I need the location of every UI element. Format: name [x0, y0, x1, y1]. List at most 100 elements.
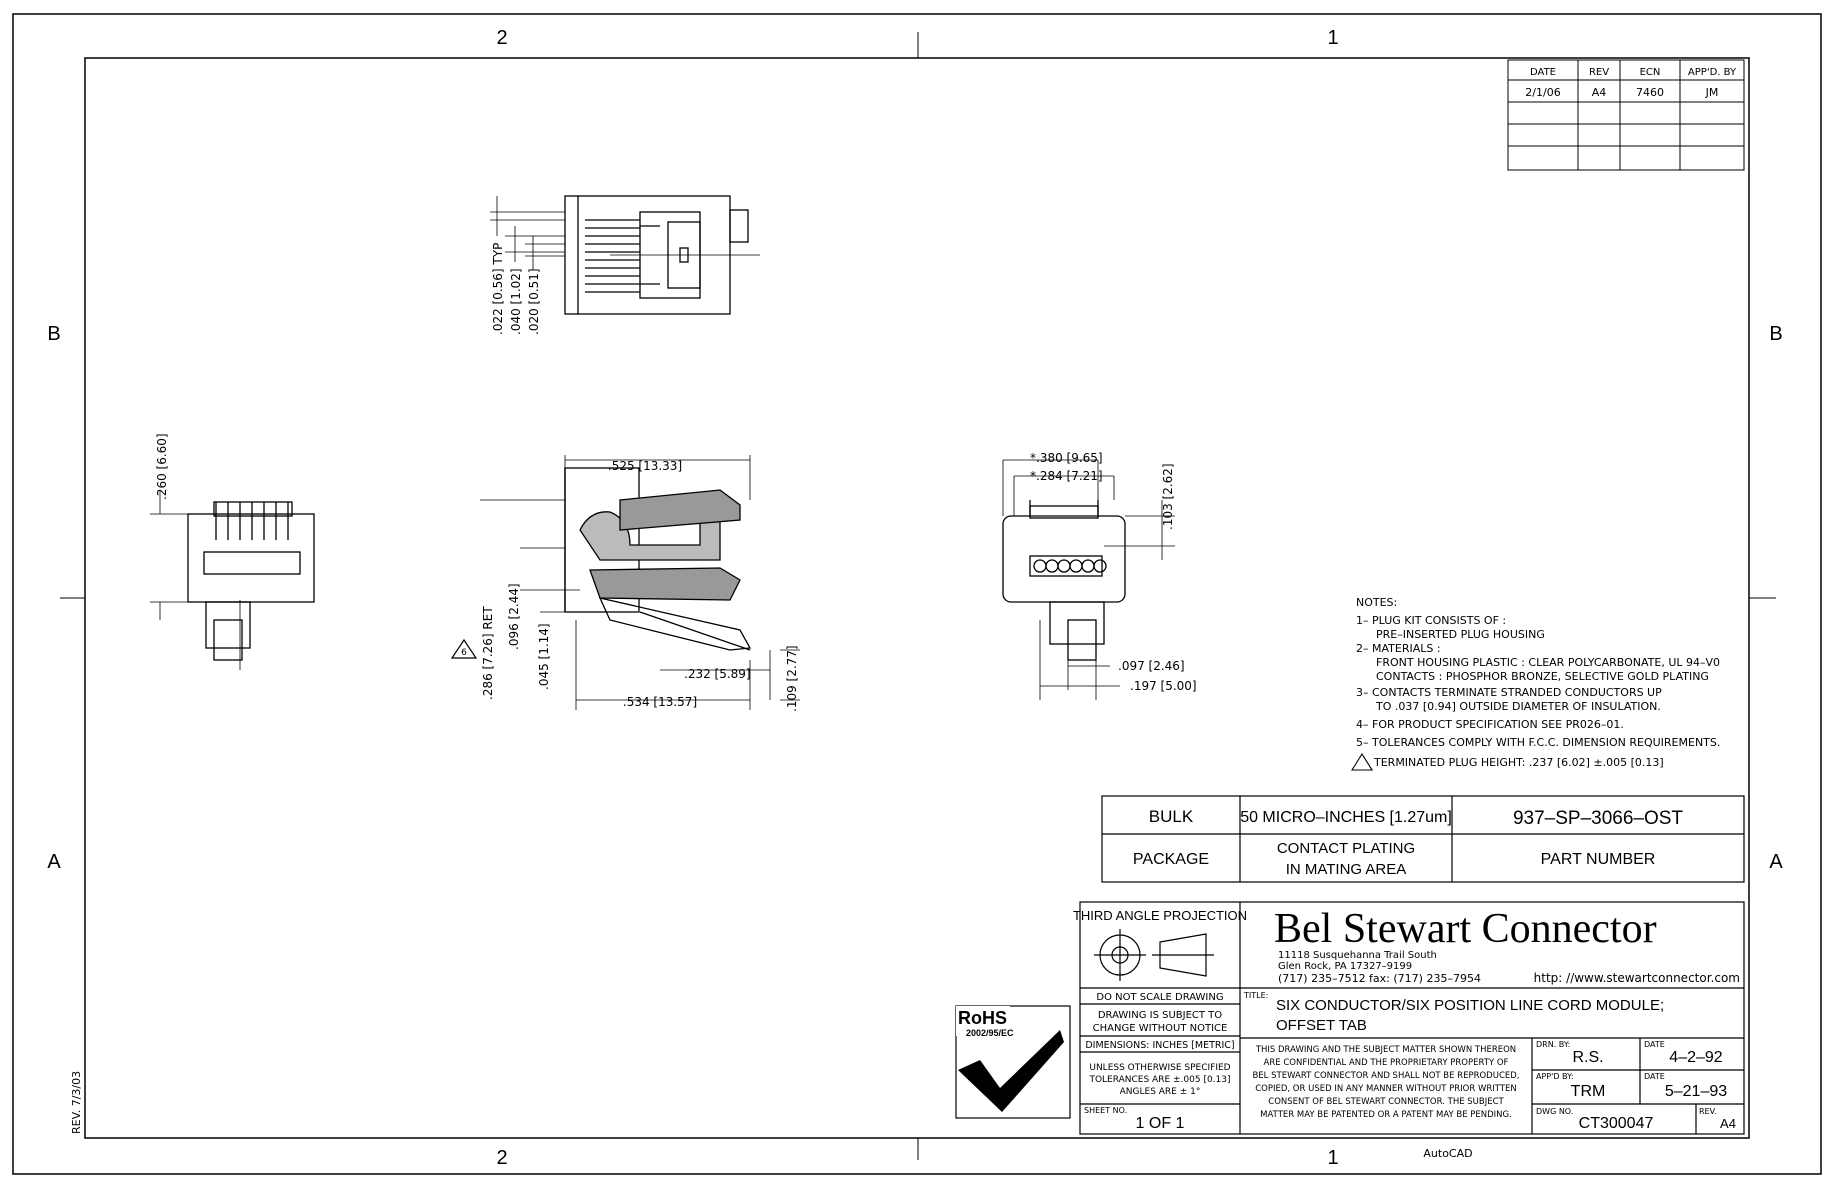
dim-top-022: .022 [0.56] TYP — [491, 243, 505, 335]
note-line-1: 1– PLUG KIT CONSISTS OF : — [1356, 614, 1506, 627]
rev-label: REV. — [1699, 1107, 1717, 1116]
dim-top-040: .040 [1.02] — [509, 268, 523, 335]
dim-side-286: .286 [7.26] RET — [481, 606, 495, 700]
rev-header-appd: APP'D. BY — [1688, 67, 1737, 78]
drn-date-label: DATE — [1644, 1040, 1665, 1049]
note-line-8: 4– FOR PRODUCT SPECIFICATION SEE PR026–0… — [1356, 718, 1624, 731]
part-plating-label-1: CONTACT PLATING — [1277, 840, 1415, 857]
confidential-1: THIS DRAWING AND THE SUBJECT MATTER SHOW… — [1255, 1045, 1516, 1055]
software-label: AutoCAD — [1423, 1147, 1472, 1160]
part-package: PACKAGE — [1133, 851, 1209, 868]
rev-value: A4 — [1720, 1116, 1736, 1131]
tolerance-2: TOLERANCES ARE ±.005 [0.13] — [1088, 1075, 1230, 1085]
dim-front-197: .197 [5.00] — [1130, 679, 1197, 693]
subject-change-1: DRAWING IS SUBJECT TO — [1098, 1010, 1222, 1021]
third-angle-projection-icon — [1094, 929, 1214, 981]
dim-side-534: .534 [13.57] — [623, 695, 697, 709]
part-plating-label-2: IN MATING AREA — [1286, 861, 1407, 878]
dwg-value: CT300047 — [1579, 1115, 1654, 1132]
dim-front-284: *.284 [7.21] — [1030, 469, 1103, 483]
title-block — [1079, 901, 1745, 1135]
company-address-2: Glen Rock, PA 17327–9199 — [1278, 961, 1412, 972]
part-plating: 50 MICRO–INCHES [1.27um] — [1240, 809, 1452, 826]
rev-row-appd: JM — [1705, 86, 1719, 99]
company-address-1: 11118 Susquehanna Trail South — [1278, 950, 1437, 961]
rev-header-date: DATE — [1530, 67, 1556, 78]
confidential-2: ARE CONFIDENTIAL AND THE PROPRIETARY PRO… — [1264, 1058, 1509, 1068]
do-not-scale: DO NOT SCALE DRAWING — [1096, 992, 1223, 1003]
company-phone: (717) 235–7512 fax: (717) 235–7954 — [1278, 972, 1481, 985]
confidential-5: CONSENT OF BEL STEWART CONNECTOR. THE SU… — [1268, 1097, 1504, 1107]
dim-side-525: .525 [13.33] — [608, 459, 682, 473]
note-line-4: FRONT HOUSING PLASTIC : CLEAR POLYCARBON… — [1376, 656, 1720, 669]
confidential-3: BEL STEWART CONNECTOR AND SHALL NOT BE R… — [1252, 1071, 1519, 1081]
sheet-value: 1 OF 1 — [1136, 1115, 1185, 1132]
sheet-label: SHEET NO. — [1084, 1106, 1127, 1115]
side-view — [480, 455, 800, 710]
part-number: 937–SP–3066–OST — [1513, 808, 1683, 829]
appd-label: APP'D BY: — [1536, 1072, 1574, 1081]
tolerance-1: UNLESS OTHERWISE SPECIFIED — [1089, 1063, 1230, 1073]
note-line-10: TERMINATED PLUG HEIGHT: .237 [6.02] ±.00… — [1373, 756, 1664, 769]
appd-date: 5–21–93 — [1665, 1083, 1727, 1100]
appd-value: TRM — [1571, 1083, 1606, 1100]
appd-date-label: DATE — [1644, 1072, 1665, 1081]
subject-change-2: CHANGE WITHOUT NOTICE — [1093, 1023, 1228, 1034]
note-line-9: 5– TOLERANCES COMPLY WITH F.C.C. DIMENSI… — [1356, 736, 1720, 749]
rohs-label: RoHS — [958, 1008, 1007, 1028]
rohs-badge: RoHS 2002/95/EC — [955, 1005, 1071, 1119]
drn-label: DRN. BY: — [1536, 1040, 1570, 1049]
front-view — [1002, 459, 1175, 700]
notes: NOTES: 1– PLUG KIT CONSISTS OF : PRE–INS… — [1351, 596, 1720, 771]
dim-side-096: .096 [2.44] — [507, 583, 521, 650]
zone-top-2: 2 — [496, 27, 507, 49]
dim-side-109: .109 [2.77] — [785, 645, 799, 712]
drawing-title-2: OFFSET TAB — [1276, 1017, 1367, 1034]
part-bulk: BULK — [1149, 807, 1194, 826]
note-flag-6-number: 6 — [461, 648, 467, 658]
drn-date: 4–2–92 — [1669, 1049, 1722, 1066]
zone-bottom-2: 2 — [496, 1147, 507, 1169]
company-website[interactable]: http: //www.stewartconnector.com — [1534, 971, 1740, 985]
zone-bottom-1: 1 — [1327, 1147, 1338, 1169]
dim-side-232: .232 [5.89] — [684, 667, 751, 681]
tolerance-3: ANGLES ARE ± 1° — [1120, 1087, 1201, 1097]
note-flag-6-icon — [450, 638, 478, 659]
note-line-7: TO .037 [0.94] OUTSIDE DIAMETER OF INSUL… — [1375, 700, 1661, 713]
title-label: TITLE: — [1243, 991, 1268, 1000]
left-view — [150, 490, 315, 670]
zone-left-A: A — [47, 851, 61, 873]
rev-header-rev: REV — [1589, 67, 1609, 78]
dim-side-045: .045 [1.14] — [537, 623, 551, 690]
note-line-2: PRE–INSERTED PLUG HOUSING — [1376, 628, 1545, 641]
dim-front-097: .097 [2.46] — [1118, 659, 1185, 673]
dim-front-103: .103 [2.62] — [1161, 463, 1175, 530]
zone-right-A: A — [1769, 851, 1783, 873]
rev-row-date: 2/1/06 — [1525, 86, 1560, 99]
projection-label: THIRD ANGLE PROJECTION — [1073, 908, 1247, 923]
note-flag-6-icon-small — [1351, 752, 1373, 771]
part-number-label: PART NUMBER — [1541, 851, 1656, 868]
notes-title: NOTES: — [1356, 596, 1397, 609]
note-line-5: CONTACTS : PHOSPHOR BRONZE, SELECTIVE GO… — [1376, 670, 1709, 683]
drawing-title-1: SIX CONDUCTOR/SIX POSITION LINE CORD MOD… — [1276, 997, 1664, 1014]
confidential-6: MATTER MAY BE PATENTED OR A PATENT MAY B… — [1260, 1110, 1512, 1120]
dimensions-units: DIMENSIONS: INCHES [METRIC] — [1085, 1040, 1234, 1051]
rev-header-ecn: ECN — [1640, 67, 1661, 78]
rev-row-rev: A4 — [1592, 86, 1607, 99]
dwg-label: DWG NO. — [1536, 1107, 1573, 1116]
zone-left-B: B — [47, 323, 60, 345]
top-view — [490, 195, 760, 315]
rev-row-ecn: 7460 — [1636, 86, 1664, 99]
revision-table — [1507, 59, 1745, 171]
note-line-3: 2– MATERIALS : — [1356, 642, 1441, 655]
rev-note: REV. 7/3/03 — [70, 1071, 83, 1134]
outer-border — [12, 13, 1822, 1175]
dim-left-260: .260 [6.60] — [155, 433, 169, 500]
checkmark-icon — [958, 1030, 1064, 1112]
confidential-4: COPIED, OR USED IN ANY MANNER WITHOUT PR… — [1255, 1084, 1517, 1094]
note-line-6: 3– CONTACTS TERMINATE STRANDED CONDUCTOR… — [1356, 686, 1662, 699]
inner-border — [84, 57, 1750, 1139]
drn-value: R.S. — [1572, 1049, 1603, 1066]
